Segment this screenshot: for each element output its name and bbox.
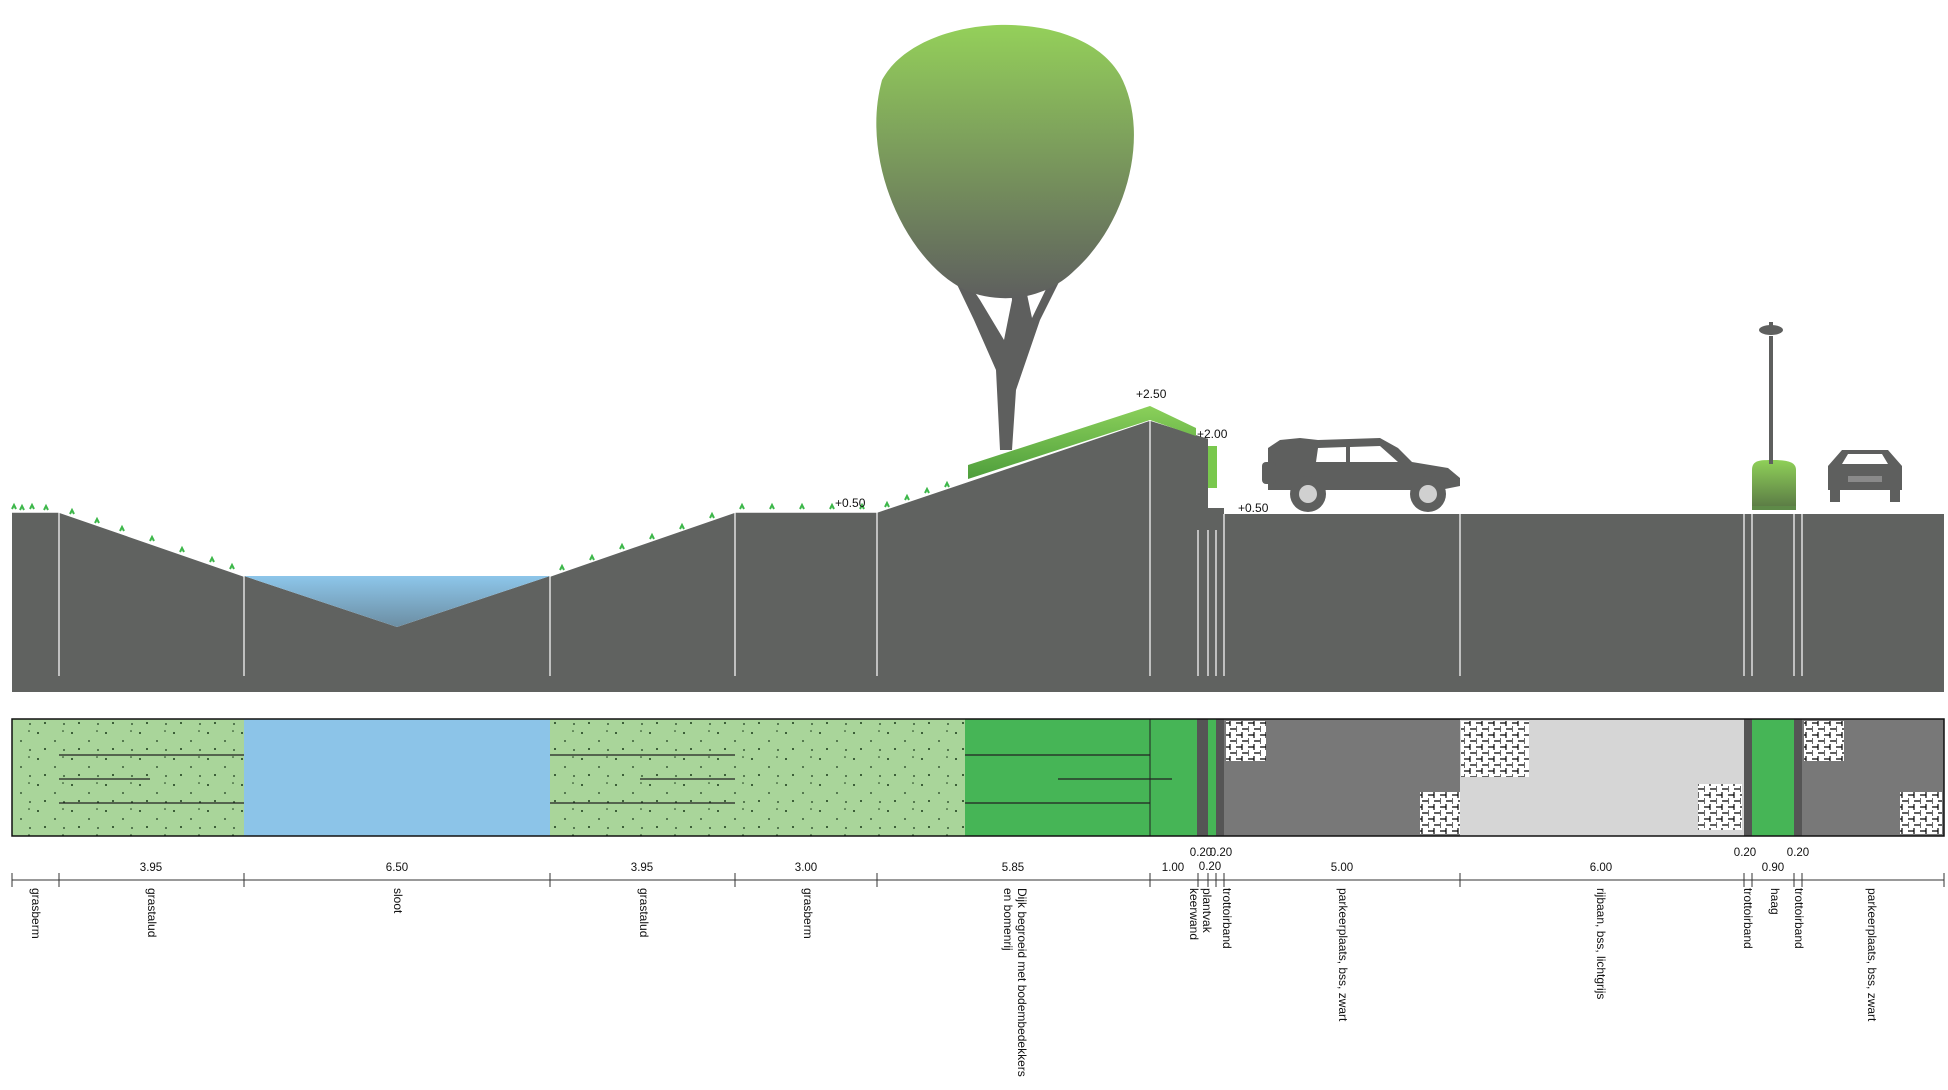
dim-sloot: 6.50 bbox=[386, 862, 408, 874]
paving-pattern-icon bbox=[1226, 721, 1942, 834]
label-grasberm-2: grasberm bbox=[801, 888, 815, 939]
plan-trottoirband-2 bbox=[1744, 719, 1752, 836]
elevation-berm: +0.50 bbox=[835, 496, 866, 510]
label-dijk: Dijk begroeid met bodembedekkers bbox=[1015, 888, 1029, 1077]
hedge-icon bbox=[1752, 460, 1796, 510]
dim-trottoirband-2: 0.20 bbox=[1734, 847, 1756, 859]
section-view: +2.50 +2.00 +0.50 +0.50 bbox=[11, 24, 1944, 692]
hatchback-car-icon bbox=[1828, 450, 1902, 502]
label-haag: haag bbox=[1768, 888, 1782, 915]
label-trottoirband-3: trottoirband bbox=[1792, 888, 1806, 949]
grass-tufts bbox=[11, 480, 950, 571]
plan-lines bbox=[59, 754, 1172, 804]
plan-view bbox=[11, 718, 1945, 837]
dim-dijk: 5.85 bbox=[1002, 862, 1024, 874]
label-grastalud: grastalud bbox=[145, 888, 159, 937]
street-lamp-icon bbox=[1759, 322, 1783, 464]
plan-haag bbox=[1752, 719, 1794, 836]
plan-grastalud-grasberm bbox=[550, 719, 965, 836]
dim-grastalud: 3.95 bbox=[140, 862, 162, 874]
label-sloot: sloot bbox=[391, 888, 405, 914]
boundary-lines bbox=[58, 420, 1803, 676]
label-grasberm: grasberm bbox=[29, 888, 43, 939]
label-parkeerplaats-2: parkeerplaats, bss, zwart bbox=[1865, 888, 1879, 1022]
dim-haag: 0.90 bbox=[1762, 862, 1784, 874]
plan-dijk bbox=[965, 719, 1197, 836]
plan-trottoirband-3 bbox=[1794, 719, 1802, 836]
dim-rijbaan: 6.00 bbox=[1590, 862, 1612, 874]
dim-grastalud-2: 3.95 bbox=[631, 862, 653, 874]
suv-car-icon bbox=[1262, 438, 1460, 512]
plan-grasberm-grastalud bbox=[12, 719, 244, 836]
elevation-retaining-wall: +2.00 bbox=[1197, 427, 1228, 441]
dim-trottoirband-b: 0.20 bbox=[1199, 861, 1221, 873]
tree-icon bbox=[876, 24, 1134, 450]
label-grastalud-2: grastalud bbox=[637, 888, 651, 937]
label-rijbaan: rijbaan, bss, lichtgrijs bbox=[1594, 888, 1608, 999]
label-dijk-line2: en bomenrij bbox=[1001, 888, 1015, 951]
dim-keerwand: 1.00 bbox=[1162, 862, 1184, 874]
dim-grasberm: 3.00 bbox=[795, 862, 817, 874]
label-parkeerplaats: parkeerplaats, bss, zwart bbox=[1336, 888, 1350, 1022]
elevation-road: +0.50 bbox=[1238, 501, 1269, 515]
elevation-dike-top: +2.50 bbox=[1136, 387, 1167, 401]
label-trottoirband-2: trottoirband bbox=[1741, 888, 1755, 949]
ditch-water bbox=[244, 576, 550, 627]
dimension-line: 3.95 6.50 3.95 3.00 5.85 1.00 0.20 0.20 … bbox=[11, 847, 1945, 1077]
label-keerwand: keerwand bbox=[1187, 888, 1201, 940]
plan-trottoirband bbox=[1216, 719, 1224, 836]
dim-plantvak: 0.20 bbox=[1190, 847, 1212, 859]
plantvak-green bbox=[1208, 446, 1217, 488]
label-trottoirband: trottoirband bbox=[1220, 888, 1234, 949]
dim-parkeerplaats: 5.00 bbox=[1331, 862, 1353, 874]
plan-keerwand-edge bbox=[1197, 719, 1208, 836]
dim-trottoirband-3: 0.20 bbox=[1787, 847, 1809, 859]
label-plantvak: plantvak bbox=[1200, 888, 1214, 934]
ground-body bbox=[12, 420, 1944, 692]
plan-plantvak bbox=[1208, 719, 1216, 836]
dim-trottoirband: 0.20 bbox=[1210, 847, 1232, 859]
plan-sloot bbox=[244, 719, 550, 836]
